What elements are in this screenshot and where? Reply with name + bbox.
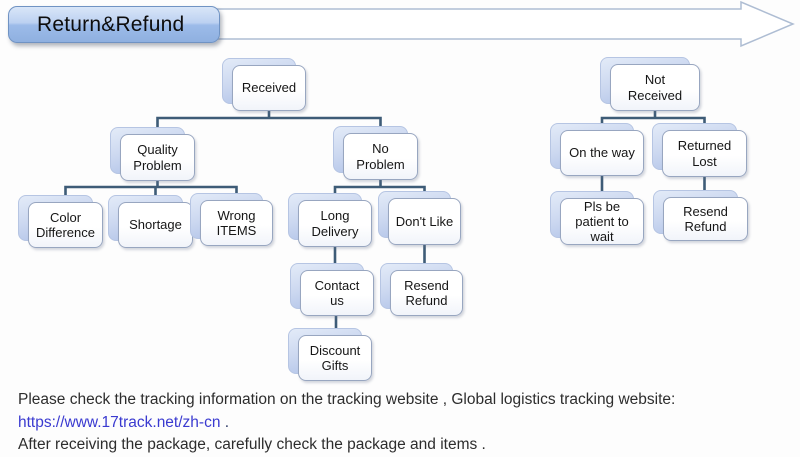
node-card: Returned Lost	[662, 130, 747, 177]
node-card: Contact us	[300, 270, 374, 316]
connector-line	[156, 116, 382, 134]
node-card: Color Difference	[28, 202, 103, 248]
header-banner: Return&Refund	[8, 6, 220, 43]
node-wrong-items: Wrong ITEMS	[190, 193, 273, 246]
node-returned-lost: Returned Lost	[652, 123, 747, 177]
node-discount-gifts: Discount Gifts	[288, 328, 372, 381]
node-card: Resend Refund	[663, 197, 748, 241]
node-card: Discount Gifts	[298, 335, 372, 381]
node-card: Not Received	[610, 64, 700, 111]
node-card: Wrong ITEMS	[200, 200, 273, 246]
footer-note: Please check the tracking information on…	[18, 389, 788, 457]
node-quality-problem: Quality Problem	[110, 127, 195, 181]
node-received: Received	[222, 58, 306, 111]
node-card: Resend Refund	[390, 270, 463, 316]
node-not-received: Not Received	[600, 57, 700, 111]
footer-line-2: https://www.17track.net/zh-cn .	[18, 412, 788, 435]
node-card: Don't Like	[388, 198, 461, 245]
node-card: No Problem	[343, 133, 418, 180]
node-on-the-way: On the way	[550, 123, 644, 176]
node-contact-us: Contact us	[290, 263, 374, 316]
tracking-link[interactable]: https://www.17track.net/zh-cn	[18, 413, 221, 431]
node-resend-refund-1: Resend Refund	[380, 263, 463, 316]
node-long-delivery: Long Delivery	[288, 193, 372, 247]
node-shortage: Shortage	[108, 195, 193, 248]
footer-line-3: After receiving the package, carefully c…	[18, 436, 486, 453]
node-card: Quality Problem	[120, 134, 195, 181]
node-card: Long Delivery	[298, 200, 372, 247]
node-card: Pls be patient to wait	[560, 198, 644, 245]
page-title: Return&Refund	[37, 12, 185, 36]
node-pls-be-patient: Pls be patient to wait	[550, 191, 644, 245]
footer-line-1: Please check the tracking information on…	[18, 391, 676, 408]
link-suffix: .	[220, 413, 230, 431]
node-resend-refund-2: Resend Refund	[653, 190, 748, 241]
node-card: Received	[232, 65, 306, 111]
node-no-problem: No Problem	[333, 126, 418, 180]
node-card: On the way	[560, 130, 644, 176]
node-card: Shortage	[118, 202, 193, 248]
node-color-difference: Color Difference	[18, 195, 103, 248]
node-dont-like: Don't Like	[378, 191, 461, 245]
